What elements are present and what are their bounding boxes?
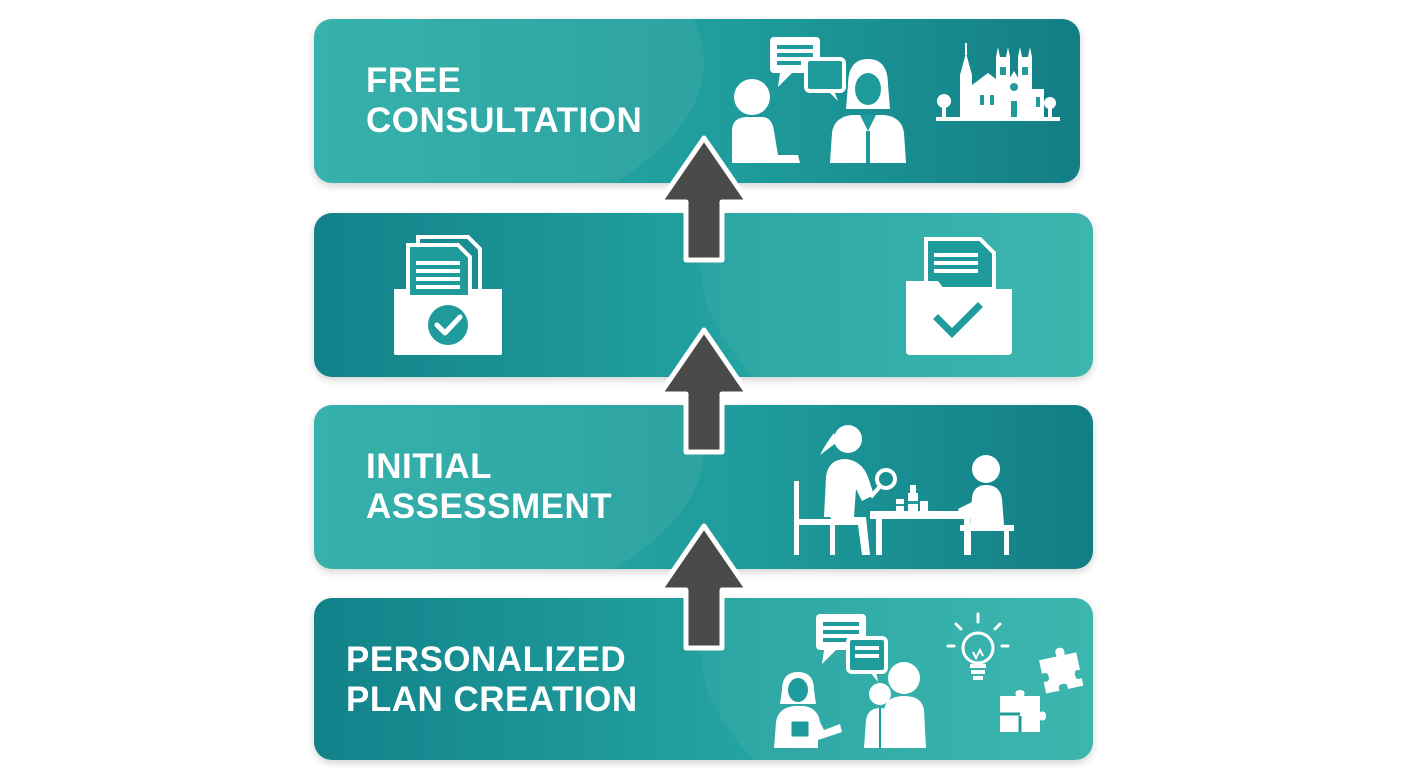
up-arrow-icon [656,326,752,461]
assessment-table-icon [790,421,1016,557]
step-title-line1: PERSONALIZED [346,640,627,679]
step-title: INITIAL ASSESSMENT [366,447,612,527]
step-title: FREE CONSULTATION [366,61,642,141]
step-title: PERSONALIZED PLAN CREATION [346,640,638,720]
church-icon [936,39,1060,123]
step-title-line2: ASSESSMENT [366,487,613,526]
up-arrow-icon [656,134,752,269]
lightbulb-puzzle-icon [946,612,1084,734]
step-title-line1: INITIAL [366,447,492,486]
step-title-line2: CONSULTATION [366,101,643,140]
up-arrow-icon [656,522,752,657]
family-discussion-icon [770,612,940,750]
step-title-line1: FREE [366,61,462,100]
folder-documents-check-icon [390,233,508,357]
conversation-icon [728,35,914,167]
folder-check-icon [904,235,1014,357]
step-title-line2: PLAN CREATION [346,680,638,719]
